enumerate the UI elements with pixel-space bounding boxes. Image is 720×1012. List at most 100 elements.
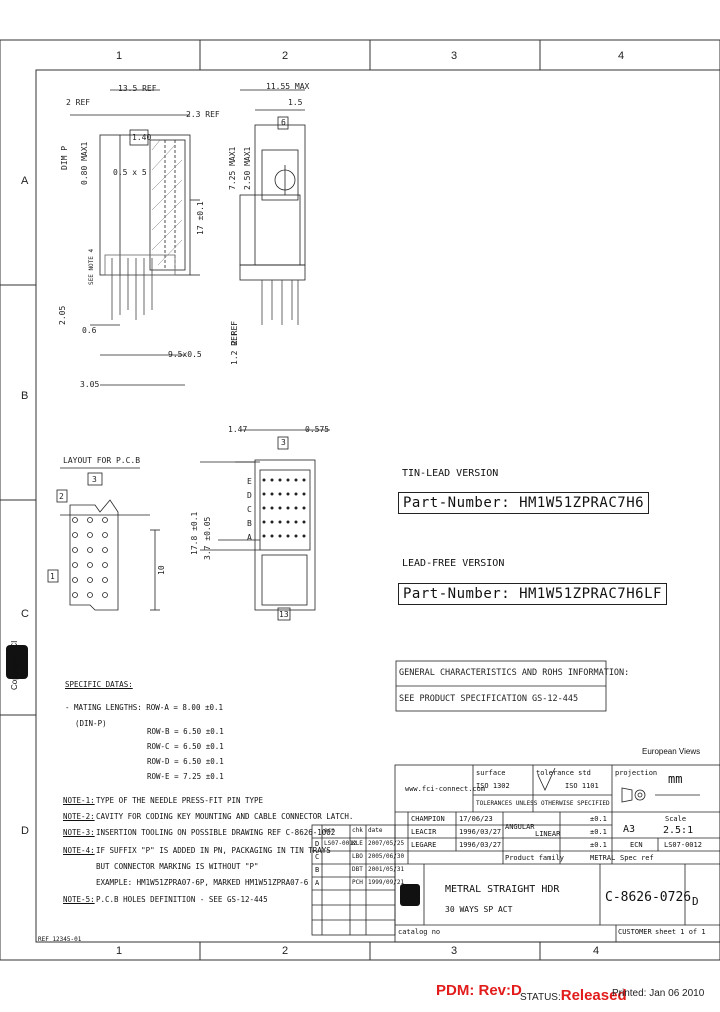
lead-free-part-number: Part-Number: HM1W51ZPRAC7H6LF — [398, 583, 667, 605]
rev-hdr-date: date — [368, 827, 383, 834]
note-4-example: EXAMPLE: HM1W51ZPRA07-6P, MARKED HM1W51Z… — [96, 878, 309, 887]
dim-0-5x5: 0.5 x 5 — [113, 168, 147, 177]
rev-row-b-by: DBT — [352, 866, 363, 873]
dim-3-7: 3.7 ±0.05 — [203, 516, 212, 560]
row-c: C — [21, 608, 29, 620]
row-b-length: ROW-B = 6.50 ±0.1 — [147, 727, 224, 736]
rev-row-b-date: 2001/05/31 — [368, 866, 405, 873]
dim-0-80-max: 0.80 MAX1 — [80, 141, 89, 185]
european-views: European Views — [642, 747, 701, 756]
format-a3: A3 — [623, 824, 636, 835]
dim-1-5: 1.5 — [288, 98, 303, 107]
rev-row-d: D — [315, 840, 320, 848]
general-characteristics-title: GENERAL CHARACTERISTICS AND ROHS INFORMA… — [399, 668, 630, 678]
note-4-text-2: BUT CONNECTOR MARKING IS WITHOUT "P" — [96, 862, 259, 871]
see-note-4: SEE NOTE 4 — [88, 248, 95, 285]
rev-row-d-ecn: LS07-0012 — [324, 840, 357, 847]
din-p-label: (DIN-P) — [75, 719, 107, 728]
note-3-text: INSERTION TOOLING ON POSSIBLE DRAWING RE… — [96, 828, 336, 837]
status-label: STATUS:Released — [520, 987, 627, 1004]
projection-label: projection — [615, 769, 658, 777]
note-5-label: NOTE-5: — [63, 895, 95, 904]
dim-2-3-ref: 2.3 REF — [186, 110, 220, 119]
dim-1-2-ref: 1.2 REF — [230, 331, 239, 365]
col-4-top: 4 — [618, 50, 625, 62]
note-1-text: TYPE OF THE NEEDLE PRESS-FIT PIN TYPE — [96, 796, 264, 805]
row-label-b: B — [247, 519, 252, 528]
dim-17-8: 17.8 ±0.1 — [190, 511, 199, 555]
tin-lead-part-number: Part-Number: HM1W51ZPRAC7H6 — [398, 492, 650, 514]
dim-13: 13 — [279, 610, 289, 619]
dim-9-5x0-5: 9.5x0.5 — [168, 350, 202, 359]
col-2-bottom: 2 — [282, 945, 289, 957]
tol-3: ±0.1 — [590, 841, 607, 849]
metral-label: METRAL — [590, 854, 616, 862]
note-3-label: NOTE-3: — [63, 828, 95, 837]
dim-6: 6 — [281, 118, 286, 127]
drawing-title: METRAL STRAIGHT HDR — [445, 884, 560, 895]
tolerance-note: TOLERANCES UNLESS OTHERWISE SPECIFIED — [476, 800, 610, 807]
row-a: A — [21, 175, 29, 187]
drawing-number: C-8626-0726 — [605, 890, 692, 905]
product-family-label: Product family — [505, 854, 565, 862]
tolerance-label: tolerance std — [536, 769, 591, 777]
rev-row-d-date: 2007/05/25 — [368, 840, 405, 847]
specific-datas-title: SPECIFIC DATAS: — [65, 680, 133, 689]
dim-1-40: 1.40 — [132, 133, 152, 142]
printed-date: Printed: Jan 06 2010 — [612, 988, 705, 999]
note-5-text: P.C.B HOLES DEFINITION - SEE GS-12-445 — [96, 895, 268, 904]
mating-lengths: - MATING LENGTHS: ROW-A = 8.00 ±0.1 — [65, 703, 224, 712]
surface-label: surface — [476, 769, 506, 777]
row-label-a: A — [247, 533, 252, 542]
row-d: D — [21, 825, 29, 837]
fci-url: www.fci-connect.com — [405, 785, 486, 793]
col-1-bottom: 1 — [116, 945, 123, 957]
dim-pcb-2: 2 — [59, 492, 64, 501]
dim-0-575: 0.575 — [305, 425, 330, 434]
rev-row-c-date: 2005/06/30 — [368, 853, 405, 860]
ecn-value: LS07-0012 — [664, 841, 702, 849]
dim-2-05: 2.05 — [58, 305, 67, 325]
note-4-text: IF SUFFIX "P" IS ADDED IN PN, PACKAGING … — [96, 846, 331, 855]
rev-row-c: C — [315, 853, 320, 861]
status-released: Released — [560, 987, 627, 1004]
row-label-c: C — [247, 505, 252, 514]
ecn-label: ECN — [630, 841, 643, 849]
dim-pcb-3: 3 — [92, 475, 97, 484]
note-4-label: NOTE-4: — [63, 846, 95, 855]
tol-1: ±0.1 — [590, 815, 607, 823]
drawing-rev: D — [692, 895, 699, 908]
dim-17: 17 ±0.1 — [196, 201, 205, 235]
customer-label: CUSTOMER — [618, 928, 652, 936]
dim-13-5-ref: 13.5 REF — [118, 84, 157, 93]
rev-row-b: B — [315, 866, 320, 874]
iso-1101: ISO 1101 — [565, 782, 599, 790]
scale-label: Scale — [665, 815, 687, 823]
catalog-label: catalog no — [398, 928, 441, 936]
pdm-rev: PDM: Rev:D — [436, 982, 522, 999]
col-3-bottom: 3 — [451, 945, 458, 957]
col-1-top: 1 — [116, 50, 123, 62]
dim-din-p: DIM P — [60, 145, 69, 170]
copyright: Copyright FCI — [10, 640, 19, 690]
row-b: B — [21, 390, 29, 402]
dim-pcb-1: 1 — [50, 572, 55, 581]
approved-date: 1996/03/27 — [459, 841, 502, 849]
layout-pcb-title: LAYOUT FOR P.C.B — [63, 456, 141, 465]
scale-value: 2.5:1 — [663, 825, 694, 836]
row-label-d: D — [247, 491, 252, 500]
iso-1302: ISO 1302 — [476, 782, 510, 790]
spec-ref-label: Spec ref — [620, 854, 654, 862]
rev-row-a-date: 1999/09/21 — [368, 879, 405, 886]
rev-row-d-by: KLE — [352, 840, 363, 847]
rev-row-a: A — [315, 879, 320, 887]
fci-logo-block — [400, 884, 420, 906]
sheet-label: sheet 1 of 1 — [655, 928, 706, 936]
dim-3: 3 — [281, 438, 286, 447]
ref-bottom: REF 12345-01 — [38, 936, 82, 943]
dim-2-50-max: 2.50 MAX1 — [243, 146, 252, 190]
note-2-text: CAVITY FOR CODING KEY MOUNTING AND CABLE… — [96, 812, 354, 821]
row-e-length: ROW-E = 7.25 ±0.1 — [147, 772, 224, 781]
rev-hdr-chk: chk — [352, 827, 363, 834]
